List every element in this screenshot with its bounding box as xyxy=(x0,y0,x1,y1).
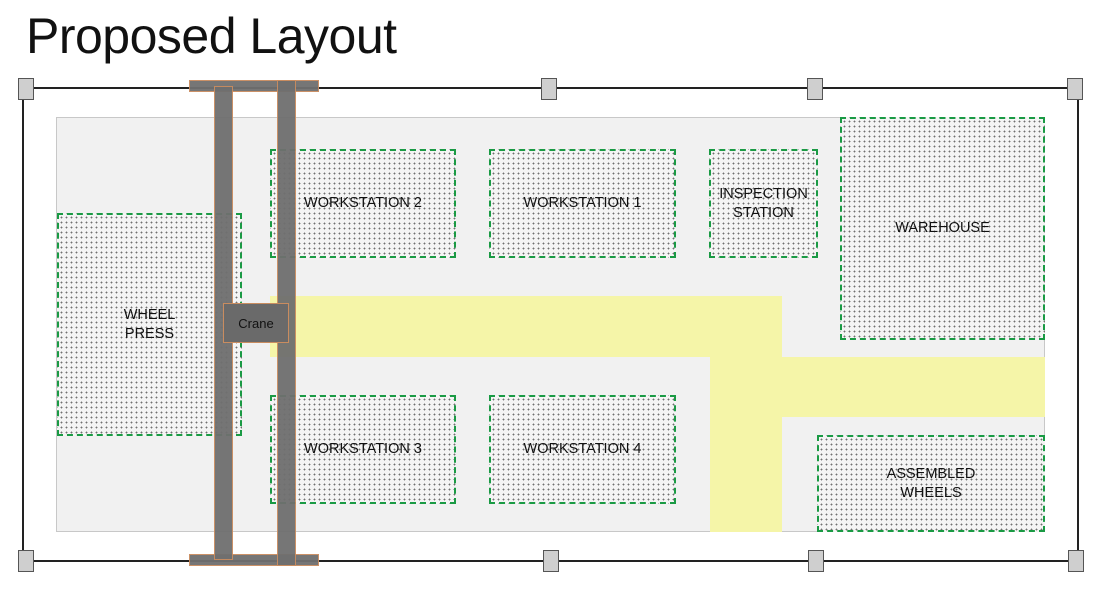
zone-workstation-1[interactable]: WORKSTATION 1 xyxy=(489,149,676,258)
zone-workstation-3[interactable]: WORKSTATION 3 xyxy=(270,395,456,504)
aisle-upper xyxy=(270,296,782,357)
crane-trolley[interactable]: Crane xyxy=(223,303,289,343)
zone-warehouse[interactable]: WAREHOUSE xyxy=(840,117,1045,340)
resize-handle-top-right[interactable] xyxy=(1067,78,1083,100)
resize-handle-top-middle-right[interactable] xyxy=(807,78,823,100)
crane-label: Crane xyxy=(238,315,274,331)
resize-handle-bottom-left[interactable] xyxy=(18,550,34,572)
zone-workstation-4[interactable]: WORKSTATION 4 xyxy=(489,395,676,504)
zone-inspection-station[interactable]: INSPECTION STATION xyxy=(709,149,818,258)
resize-handle-top-middle-left[interactable] xyxy=(541,78,557,100)
zone-assembled-wheels[interactable]: ASSEMBLED WHEELS xyxy=(817,435,1045,532)
zone-label-assembled-wheels: ASSEMBLED WHEELS xyxy=(886,465,976,501)
zone-wheel-press[interactable]: WHEEL PRESS xyxy=(57,213,242,436)
aisle-right xyxy=(710,357,1045,417)
resize-handle-bottom-right[interactable] xyxy=(1068,550,1084,572)
crane-top-beam[interactable] xyxy=(189,80,319,92)
resize-handle-top-left[interactable] xyxy=(18,78,34,100)
zone-workstation-2[interactable]: WORKSTATION 2 xyxy=(270,149,456,258)
crane-bottom-beam[interactable] xyxy=(189,554,319,566)
zone-label-workstation-4: WORKSTATION 4 xyxy=(523,441,642,457)
resize-handle-bottom-middle-right[interactable] xyxy=(808,550,824,572)
zone-label-inspection-station: INSPECTION STATION xyxy=(719,185,808,221)
resize-handle-bottom-middle-left[interactable] xyxy=(543,550,559,572)
zone-label-workstation-2: WORKSTATION 2 xyxy=(304,195,422,211)
zone-label-workstation-3: WORKSTATION 3 xyxy=(304,441,422,457)
aisle-down xyxy=(710,417,782,532)
zone-label-workstation-1: WORKSTATION 1 xyxy=(523,195,642,211)
zone-label-warehouse: WAREHOUSE xyxy=(895,220,990,236)
diagram-title: Proposed Layout xyxy=(26,8,397,64)
zone-label-wheel-press: WHEEL PRESS xyxy=(123,306,176,342)
